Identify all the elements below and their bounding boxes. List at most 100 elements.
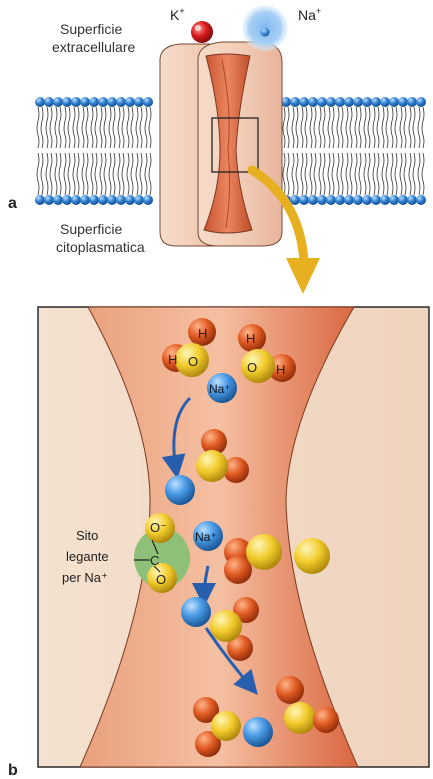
binding-site-label-line3: per Na⁺ (62, 570, 108, 585)
lipid-tail (350, 153, 352, 195)
sodium-label: Na+ (298, 6, 321, 23)
sodium-ion-hydrated (242, 5, 288, 51)
lipid-tail (341, 107, 343, 148)
lipid-tail (395, 107, 397, 148)
lipid-tail (100, 107, 102, 148)
lipid-tail (422, 153, 424, 195)
sodium-ion-binding (165, 475, 195, 505)
water-o-label: O (247, 360, 257, 375)
carboxyl-c-label: C (150, 553, 159, 568)
lipid-tail (346, 153, 348, 195)
lipid-tail (382, 153, 384, 195)
lipid-tail (64, 107, 66, 148)
lipid-head (353, 97, 363, 107)
lipid-head (71, 97, 81, 107)
lipid-tail (140, 153, 142, 195)
lipid-head (326, 97, 336, 107)
lipid-head (398, 195, 408, 205)
lipid-tail (118, 107, 120, 148)
lipid-tail (50, 153, 52, 195)
lipid-tail (113, 153, 115, 195)
binding-site-label-line1: Sito (76, 528, 98, 543)
lipid-head (143, 195, 153, 205)
lipid-tail (149, 107, 151, 148)
lipid-head (299, 97, 309, 107)
lipid-head (344, 97, 354, 107)
lipid-tail (368, 153, 370, 195)
lipid-head (389, 195, 399, 205)
lipid-tail (145, 107, 147, 148)
cytoplasmic-label-line2: citoplasmatica (56, 239, 145, 255)
lipid-tail (395, 153, 397, 195)
lipid-tail (418, 153, 420, 195)
lipid-tail (404, 107, 406, 148)
lipid-tail (296, 107, 298, 148)
lipid-tail (64, 153, 66, 195)
cytoplasmic-label-line1: Superficie (60, 221, 122, 237)
lipid-tail (332, 153, 334, 195)
lipid-head (407, 97, 417, 107)
lipid-tail (332, 107, 334, 148)
lipid-head (317, 195, 327, 205)
lipid-tail (59, 107, 61, 148)
lipid-tail (140, 107, 142, 148)
panel-a-letter: a (8, 195, 17, 212)
lipid-tail (386, 153, 388, 195)
lipid-head (134, 97, 144, 107)
lipid-tail (82, 107, 84, 148)
lipid-tail (77, 153, 79, 195)
lipid-tail (136, 107, 138, 148)
lipid-tail (404, 153, 406, 195)
ion-channel-protein (160, 42, 282, 246)
lipid-tail (377, 107, 379, 148)
lipid-tail (418, 107, 420, 148)
water-h-label: H (168, 352, 177, 367)
lipid-tail (292, 153, 294, 195)
lipid-tail (368, 107, 370, 148)
lipid-tail (100, 153, 102, 195)
lipid-tail (77, 107, 79, 148)
lipid-tail (136, 153, 138, 195)
lipid-tail (337, 153, 339, 195)
lipid-head (125, 195, 135, 205)
lipid-head (53, 195, 63, 205)
lipid-tail (55, 153, 57, 195)
lipid-tail (400, 107, 402, 148)
lipid-head (116, 97, 126, 107)
lipid-head (71, 195, 81, 205)
lipid-head (89, 97, 99, 107)
lipid-head (416, 195, 426, 205)
extracellular-label-line2: extracellulare (52, 39, 135, 55)
lipid-tail (55, 107, 57, 148)
lipid-head (407, 195, 417, 205)
lipid-tail (359, 153, 361, 195)
lipid-tail (409, 107, 411, 148)
lipid-tail (46, 153, 48, 195)
lipid-tail (46, 107, 48, 148)
lipid-tail (68, 107, 70, 148)
lipid-tail (377, 153, 379, 195)
lipid-tail (422, 107, 424, 148)
lipid-head (299, 195, 309, 205)
water-h-label: H (198, 326, 207, 341)
lipid-tail (301, 107, 303, 148)
lipid-tail (305, 153, 307, 195)
lipid-tail (319, 153, 321, 195)
lipid-tail (301, 153, 303, 195)
lipid-head (416, 97, 426, 107)
lipid-head (35, 97, 45, 107)
lipid-head (398, 97, 408, 107)
lipid-tail (127, 107, 129, 148)
lipid-head (362, 97, 372, 107)
lipid-head (344, 195, 354, 205)
lipid-tail (341, 153, 343, 195)
carboxyl-o-minus-label: O⁻ (150, 520, 167, 535)
lipid-tail (91, 153, 93, 195)
lipid-tail (296, 153, 298, 195)
lipid-tail (328, 153, 330, 195)
lipid-tail (73, 107, 75, 148)
lipid-tail (346, 107, 348, 148)
lipid-tail (145, 153, 147, 195)
lipid-tail (314, 107, 316, 148)
